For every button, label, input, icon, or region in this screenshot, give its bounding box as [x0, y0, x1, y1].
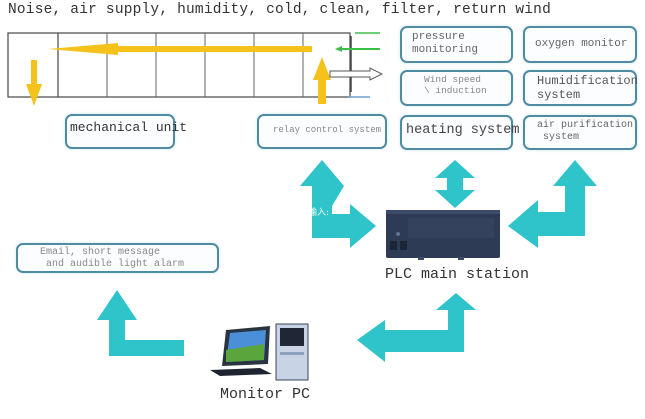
plc-watermark-text: 输入: — [308, 208, 330, 218]
relay-control-label: relay control system — [273, 125, 382, 135]
monitor-pc-label: Monitor PC — [220, 386, 311, 403]
pressure-monitoring-box: pressure monitoring — [400, 26, 513, 63]
relay-control-box: relay control system — [257, 114, 387, 149]
wind-speed-line1: Wind speed — [424, 74, 482, 85]
air-purification-line1: air purification — [537, 120, 634, 131]
relay-plc-arrow-fill — [312, 186, 332, 214]
exhaust-arrow-icon — [329, 67, 384, 81]
oxygen-monitor-label: oxygen monitor — [535, 38, 628, 50]
heating-system-label: heating system — [406, 123, 520, 138]
ahu-frame — [7, 32, 352, 98]
air-purification-box: air purification system — [523, 115, 637, 150]
relay-plc-arrow-icon — [300, 160, 376, 248]
humidification-line2: system — [537, 87, 581, 102]
return-up-arrow — [313, 57, 331, 104]
mechanical-unit-box: mechanical unit — [65, 114, 188, 149]
heating-plc-arrow-icon — [435, 160, 475, 208]
pressure-monitoring-line2: monitoring — [412, 43, 479, 56]
alarm-box: Email, short message and audible light a… — [16, 243, 219, 273]
air-purification-line2: system — [537, 131, 580, 143]
plc-device-icon — [386, 210, 500, 260]
purification-plc-arrow-icon — [508, 160, 597, 248]
diagram-title: Noise, air supply, humidity, cold, clean… — [8, 2, 551, 18]
heating-system-box: heating system — [400, 115, 520, 150]
alarm-line2: and audible light alarm — [40, 258, 185, 270]
supply-air-arrow — [48, 43, 312, 55]
wind-speed-line2: \ induction — [424, 84, 487, 96]
humidification-line1: Humidification — [537, 74, 638, 88]
pc-plc-arrow-icon — [357, 293, 476, 362]
plc-main-station-label: PLC main station — [385, 266, 530, 283]
alarm-line1: Email, short message — [40, 247, 161, 258]
supply-down-arrow — [26, 60, 42, 106]
oxygen-monitor-box: oxygen monitor — [523, 26, 637, 63]
pressure-monitoring-line1: pressure — [412, 31, 465, 43]
monitor-pc-icon — [210, 323, 309, 381]
mechanical-unit-label: mechanical unit — [70, 120, 188, 135]
humidification-box: Humidification system — [523, 70, 638, 106]
pc-alarm-arrow-icon — [97, 290, 184, 356]
wind-speed-box: Wind speed \ induction — [400, 70, 513, 106]
intake-arrow-icon — [335, 46, 380, 52]
